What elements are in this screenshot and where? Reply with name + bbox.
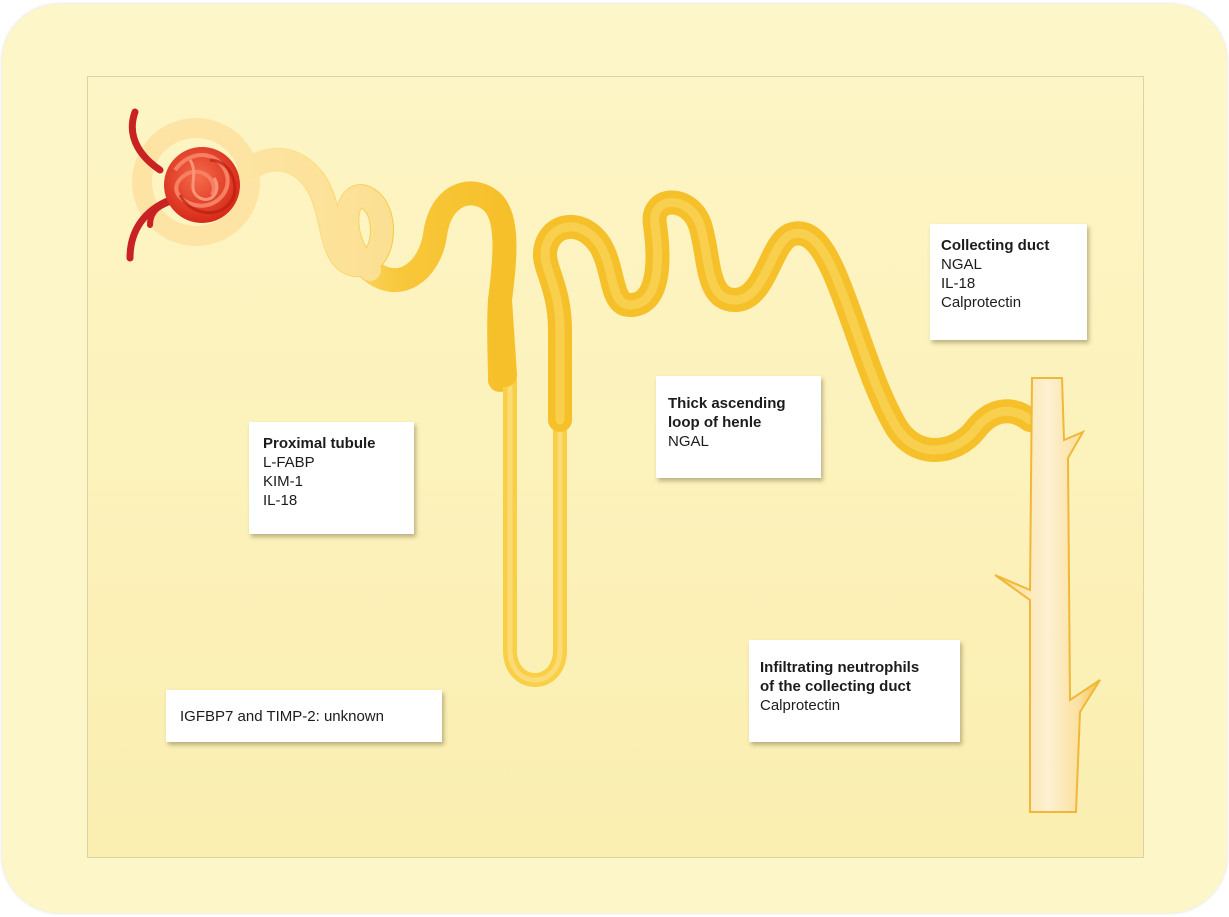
collecting-duct-marker-3: Calprotectin [941, 294, 1022, 311]
thick-ascending-marker-1: NGAL [668, 433, 709, 450]
thick-ascending-title-1: Thick ascending [668, 395, 786, 412]
neutrophils-label: Infiltrating neutrophils of the collecti… [749, 640, 960, 742]
igfbp-timp-text: IGFBP7 and TIMP-2: unknown [180, 708, 384, 725]
glomerulus [164, 147, 240, 223]
neutrophils-title-1: Infiltrating neutrophils [760, 659, 920, 676]
collecting-duct [994, 377, 1101, 813]
bowmans-capsule [132, 118, 260, 246]
thick-ascending-title-2: loop of henle [668, 414, 762, 431]
igfbp-timp-label: IGFBP7 and TIMP-2: unknown [166, 690, 442, 742]
proximal-tubule-marker-2: KIM-1 [263, 473, 304, 490]
proximal-tubule-marker-3: IL-18 [263, 492, 298, 509]
collecting-duct-marker-2: IL-18 [941, 275, 976, 292]
collecting-duct-title: Collecting duct [941, 237, 1050, 254]
thick-ascending-label: Thick ascending loop of henle NGAL [656, 376, 821, 478]
proximal-tubule-label: Proximal tubule L-FABP KIM-1 IL-18 [249, 422, 414, 534]
proximal-tubule-marker-1: L-FABP [263, 454, 315, 471]
collecting-duct-label: Collecting duct NGAL IL-18 Calprotectin [930, 224, 1087, 340]
proximal-tubule-title: Proximal tubule [263, 435, 376, 452]
neutrophils-title-2: of the collecting duct [760, 678, 911, 695]
collecting-duct-marker-1: NGAL [941, 256, 982, 273]
neutrophils-marker-1: Calprotectin [760, 697, 841, 714]
